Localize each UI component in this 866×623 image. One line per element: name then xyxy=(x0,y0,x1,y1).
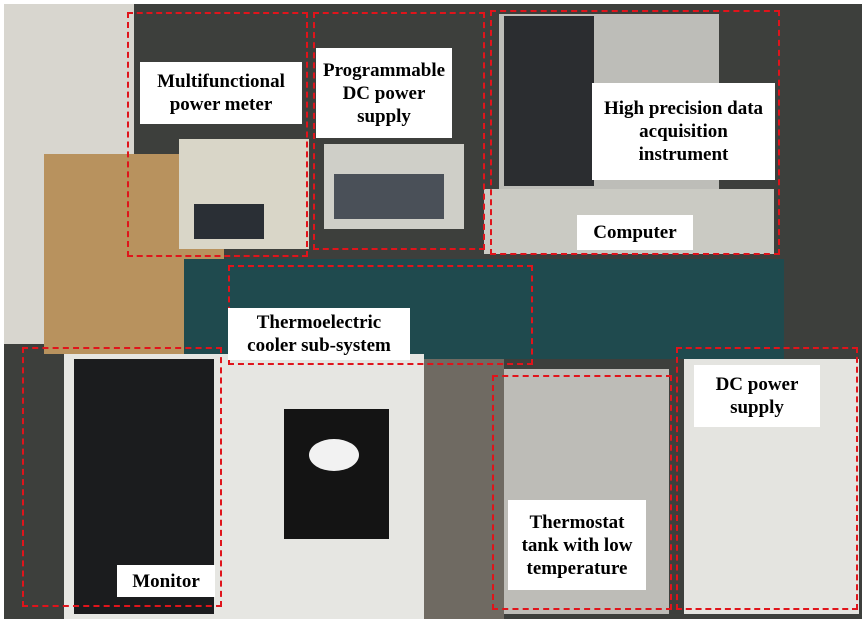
mouse xyxy=(309,439,359,471)
power-meter-region xyxy=(127,12,308,257)
thermostat-label: Thermostat tank with low temperature xyxy=(508,500,646,590)
dc-supply-panel xyxy=(334,174,444,219)
computer-label: Computer xyxy=(577,215,693,250)
dc-supply-label: DC power supply xyxy=(694,365,820,427)
dc-supply-region xyxy=(676,347,858,610)
daq-region xyxy=(490,10,780,255)
daq-label: High precision data acquisition instrume… xyxy=(592,83,775,180)
power-meter-label: Multifunctional power meter xyxy=(140,62,302,124)
programmable-dc-label: Programmable DC power supply xyxy=(316,48,452,138)
daq-front xyxy=(504,16,594,186)
thermostat-region xyxy=(492,375,672,610)
programmable-dc-region xyxy=(313,12,485,250)
power-meter-screen xyxy=(194,204,264,239)
monitor-region xyxy=(22,347,222,607)
mouse-pad xyxy=(284,409,389,539)
monitor-label: Monitor xyxy=(117,565,215,597)
floor xyxy=(424,359,504,619)
tec-label: Thermoelectric cooler sub-system xyxy=(228,308,410,360)
